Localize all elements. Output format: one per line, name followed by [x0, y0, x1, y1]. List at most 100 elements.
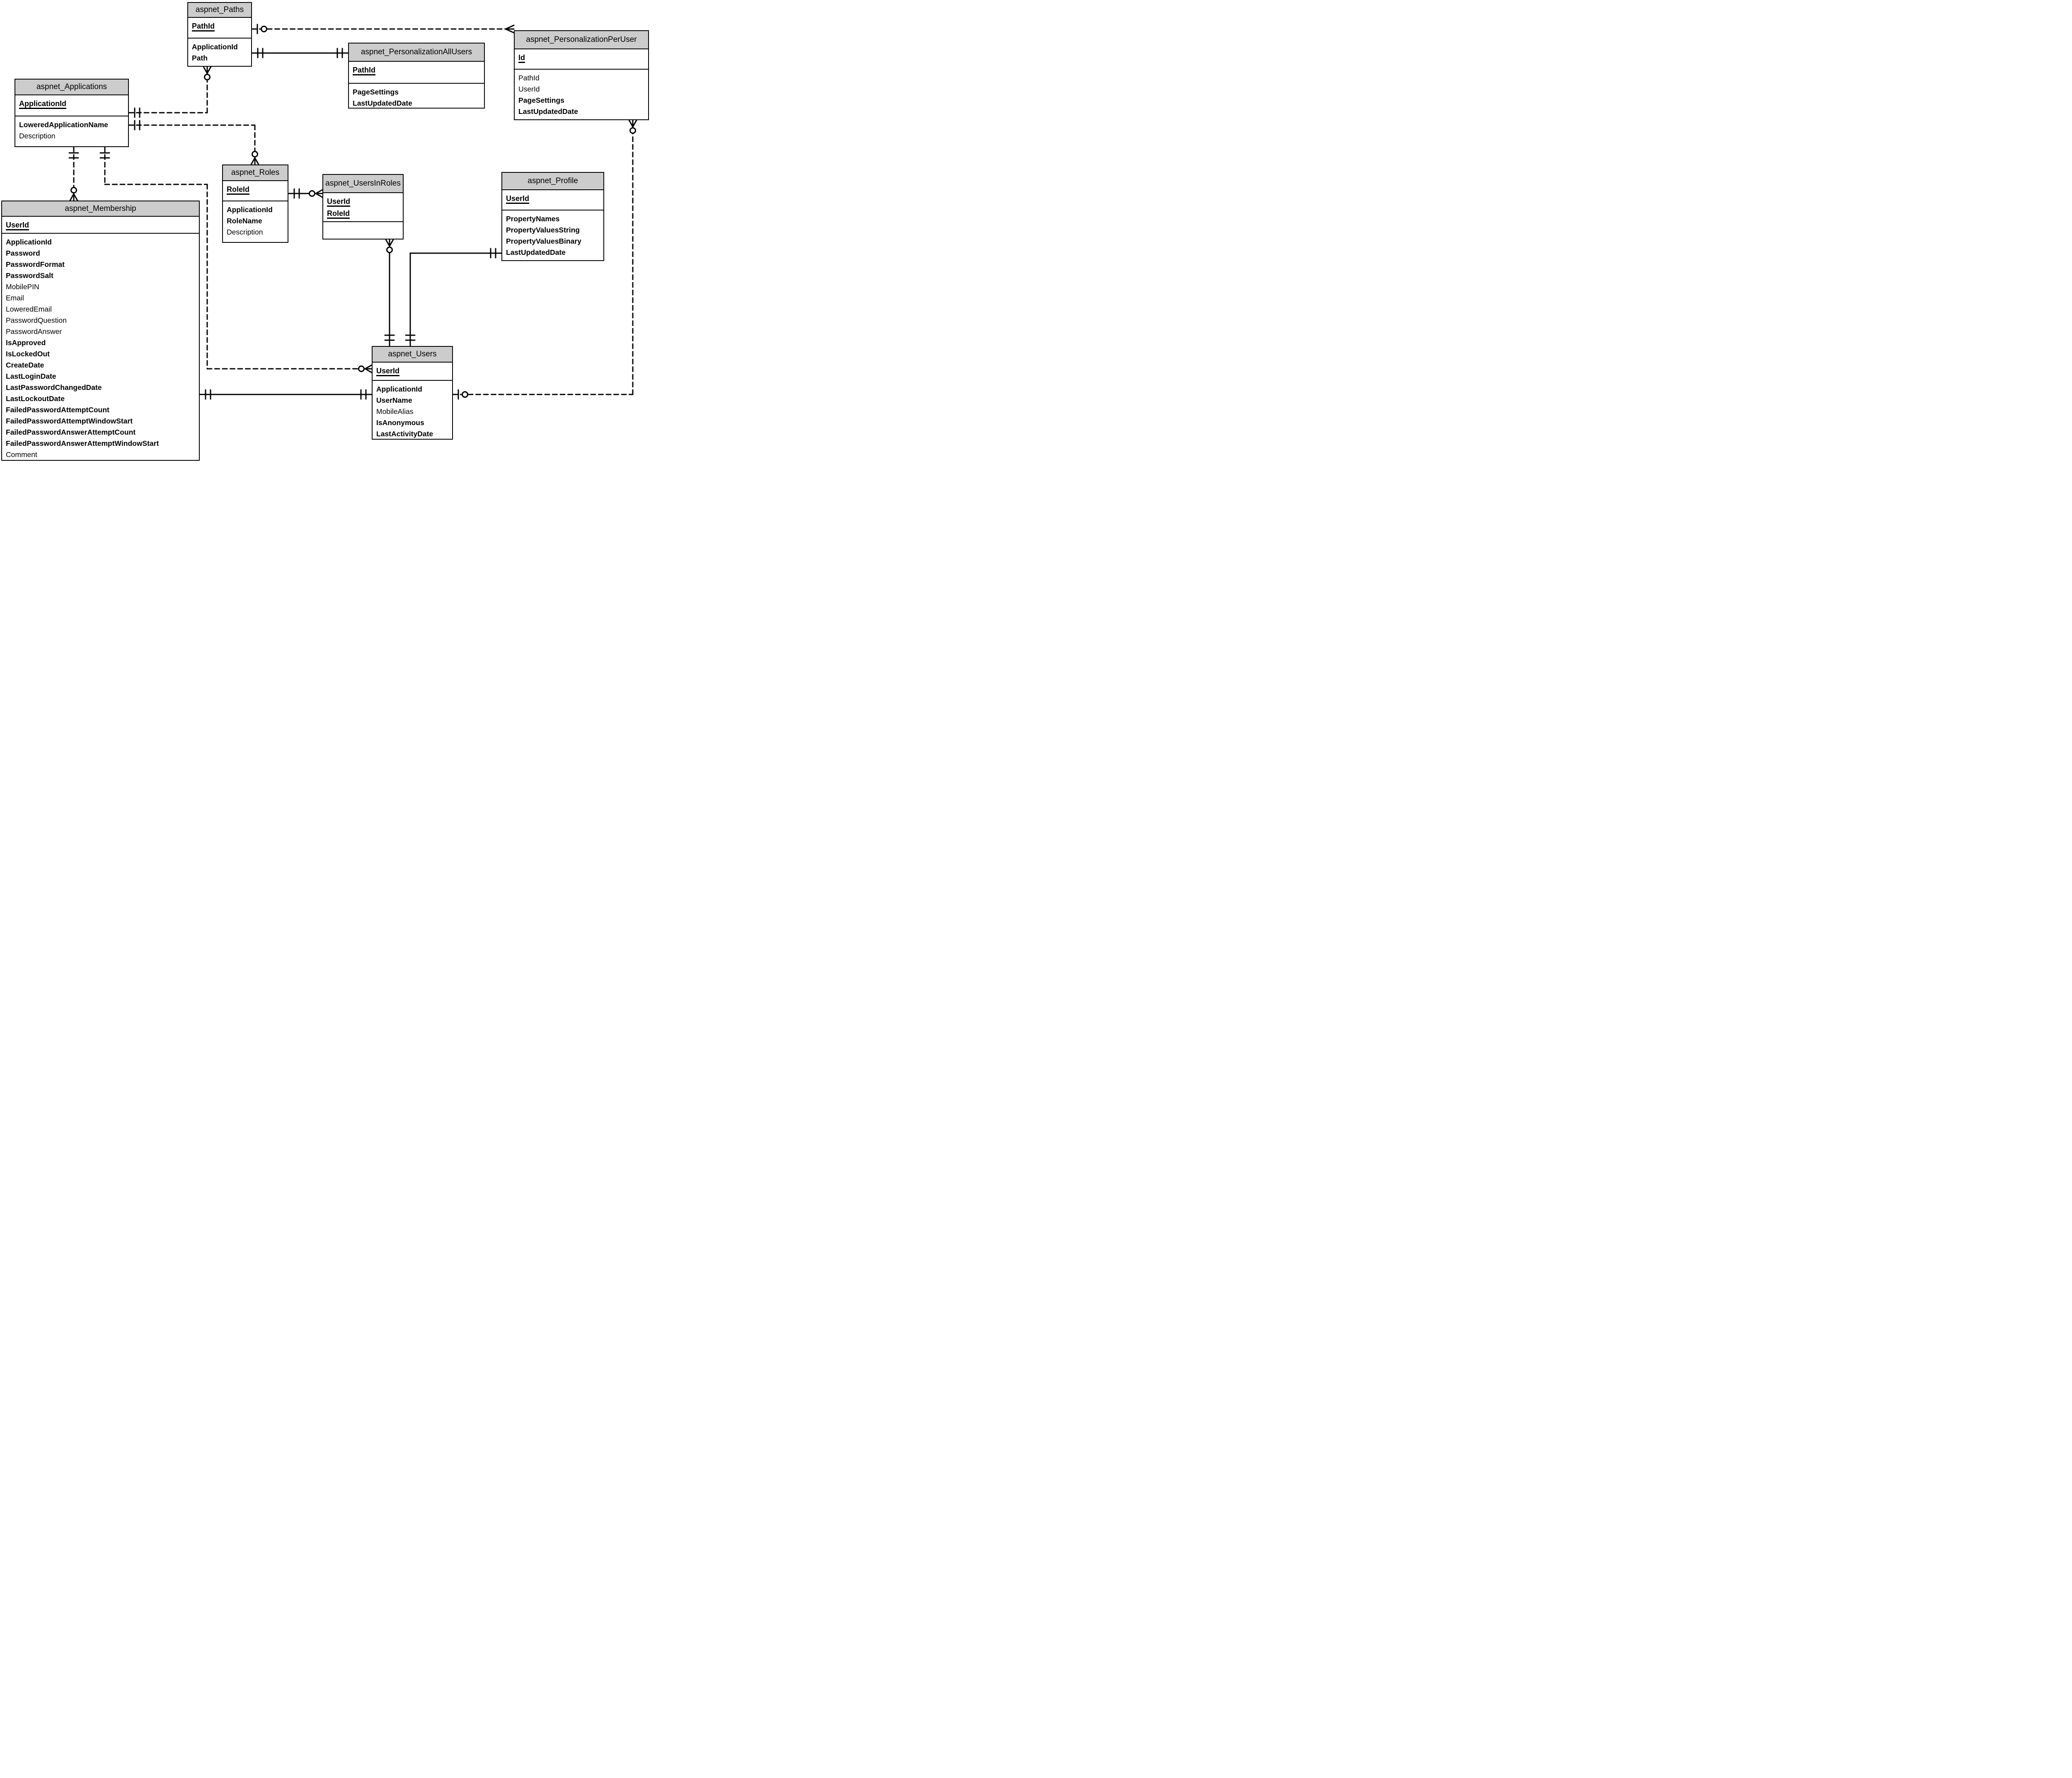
- primary-key-field: RoleId: [327, 209, 350, 218]
- zero-circle-icon: [462, 391, 468, 398]
- field: PathId: [518, 74, 540, 82]
- primary-key-field: RoleId: [227, 185, 250, 194]
- field: LastUpdatedDate: [353, 99, 412, 107]
- zero-circle-icon: [261, 26, 267, 32]
- crowfoot-many-icon: [254, 157, 259, 165]
- field: CreateDate: [6, 361, 44, 369]
- table-aspnet_Applications: aspnet_Applications ApplicationId Lowere…: [15, 79, 129, 147]
- primary-key-field: UserId: [327, 197, 351, 206]
- table-aspnet_PersonalizationAllUsers: aspnet_PersonalizationAllUsers PathId Pa…: [348, 43, 485, 109]
- primary-key-section: UserId: [502, 190, 603, 210]
- field: ApplicationId: [376, 385, 422, 393]
- relationship-profile-users: [405, 248, 502, 347]
- field: UserId: [518, 85, 540, 93]
- crowfoot-many-icon: [385, 239, 390, 247]
- field: FailedPasswordAnswerAttemptCount: [6, 428, 136, 436]
- field: FailedPasswordAttemptCount: [6, 406, 109, 414]
- relationship-paths-personalizationallusers: [251, 48, 349, 58]
- primary-key-section: RoleId: [223, 181, 288, 201]
- field: IsLockedOut: [6, 350, 50, 358]
- field: FailedPasswordAttemptWindowStart: [6, 417, 133, 425]
- table-title: aspnet_PersonalizationAllUsers: [349, 44, 484, 62]
- table-title: aspnet_UsersInRoles: [323, 175, 403, 193]
- field: RoleName: [227, 217, 262, 225]
- primary-key-section: ApplicationId: [15, 95, 128, 116]
- field: Path: [192, 54, 208, 62]
- field: LastLockoutDate: [6, 394, 65, 403]
- field: Description: [19, 132, 56, 140]
- field: LastUpdatedDate: [518, 107, 578, 116]
- field: PasswordQuestion: [6, 316, 67, 324]
- field: ApplicationId: [6, 238, 52, 246]
- crowfoot-many-icon: [364, 364, 373, 370]
- field: Password: [6, 249, 40, 257]
- relationship-applications-paths: [128, 66, 212, 118]
- field: ApplicationId: [192, 43, 238, 51]
- field: PropertyNames: [506, 215, 560, 223]
- zero-circle-icon: [204, 74, 211, 80]
- crowfoot-many-icon: [315, 189, 323, 194]
- field: MobilePIN: [6, 283, 39, 291]
- table-title: aspnet_Paths: [188, 3, 251, 18]
- field: MobileAlias: [376, 407, 414, 416]
- table-title: aspnet_Roles: [223, 165, 288, 181]
- relationship-applications-users: [99, 146, 373, 373]
- field: PageSettings: [353, 88, 399, 96]
- field: LastUpdatedDate: [506, 248, 566, 256]
- field: LastActivityDate: [376, 430, 433, 438]
- field: UserName: [376, 396, 412, 404]
- table-title: aspnet_Membership: [2, 201, 199, 217]
- crowfoot-many-icon: [203, 66, 208, 74]
- primary-key-section: UserId: [373, 363, 452, 381]
- field: IsApproved: [6, 339, 46, 347]
- primary-key-field: ApplicationId: [19, 99, 66, 108]
- relationship-applications-membership: [68, 146, 79, 201]
- relationship-paths-personalizationperuser: [251, 24, 515, 34]
- field: Description: [227, 228, 263, 236]
- primary-key-section: UserId: [2, 217, 199, 234]
- field: PasswordAnswer: [6, 327, 62, 336]
- table-title: aspnet_PersonalizationPerUser: [515, 31, 648, 49]
- zero-circle-icon: [252, 151, 258, 157]
- relationship-applications-roles: [128, 120, 259, 165]
- table-title: aspnet_Applications: [15, 80, 128, 95]
- field: LastPasswordChangedDate: [6, 383, 102, 392]
- zero-circle-icon: [629, 127, 636, 134]
- field: LoweredEmail: [6, 305, 52, 313]
- zero-circle-icon: [309, 190, 315, 197]
- crowfoot-many-icon: [73, 193, 78, 201]
- table-title: aspnet_Users: [373, 347, 452, 363]
- field: PasswordSalt: [6, 271, 53, 280]
- table-title: aspnet_Profile: [502, 173, 603, 190]
- field: IsAnonymous: [376, 418, 424, 427]
- crowfoot-many-icon: [505, 24, 515, 30]
- primary-key-field: UserId: [506, 194, 530, 203]
- zero-circle-icon: [358, 365, 365, 372]
- field: PropertyValuesString: [506, 226, 580, 234]
- relationship-usersinroles-users: [384, 239, 395, 347]
- field: Email: [6, 294, 24, 302]
- relationship-membership-users: [199, 389, 373, 400]
- primary-key-section: Id: [515, 49, 648, 70]
- primary-key-section: PathId: [188, 18, 251, 39]
- primary-key-field: UserId: [376, 367, 400, 375]
- field: ApplicationId: [227, 206, 273, 214]
- relationship-users-personalizationperuser: [452, 119, 637, 400]
- field: LoweredApplicationName: [19, 121, 108, 129]
